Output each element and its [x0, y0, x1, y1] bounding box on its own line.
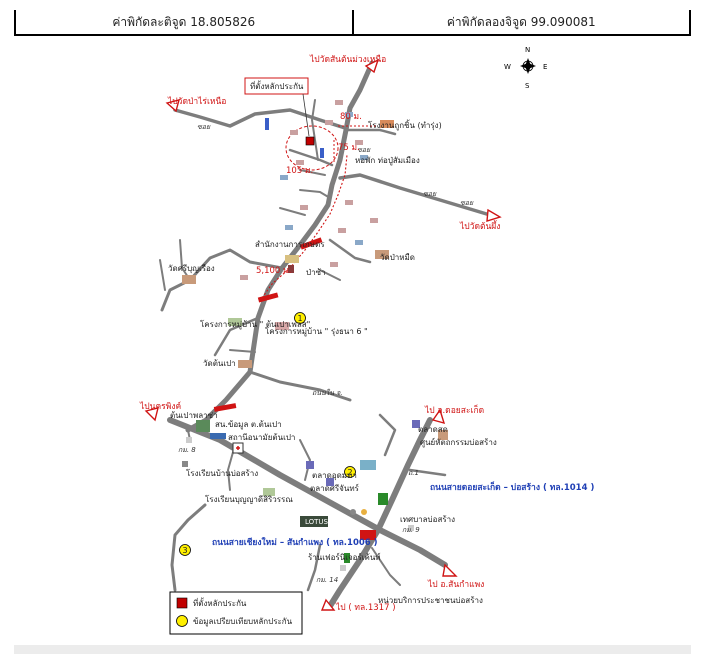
latitude-cell: ค่าพิกัดละติจูด 18.805826	[112, 14, 256, 29]
route-to-property	[261, 154, 348, 299]
to-san-kamphaeng-label: ไป อ.สันกำแพง	[427, 579, 484, 590]
compass-s-label: S	[525, 82, 530, 90]
distance-75-label: 75 ม.	[338, 143, 360, 153]
pa-sa-label: ป่าซ้า	[306, 268, 326, 277]
market-sod-label: ตลาดสด	[418, 425, 448, 434]
arrow-west-icon	[144, 407, 159, 422]
longitude-cell: ค่าพิกัดลองจิจูด 99.090081	[351, 10, 690, 34]
road-to-wat-ton-phueng	[338, 173, 492, 217]
coordinate-header: ค่าพิกัดละติจูด 18.805826 ค่าพิกัดลองจิจ…	[14, 10, 691, 36]
to-1317-label: ไป ( ทล.1317 )	[335, 602, 396, 613]
wat-si-bun-rueang-label: วัดศรีบุญเรือง	[168, 264, 215, 273]
km8-label: กม. 8	[178, 446, 196, 454]
distance-105-label: 105 ม.	[286, 166, 313, 176]
to-wat-ton-phueng-label: ไปวัดต้นผึ้ง	[459, 220, 500, 232]
ton-pao-info-label: สน.ข้อมูล ต.ต้นเปา	[215, 420, 282, 430]
distance-5100-label: 5,100 ม.	[256, 266, 291, 276]
comparison-2-number: 2	[348, 468, 353, 477]
arrow-northwest-icon	[165, 99, 180, 113]
compass-e-label: E	[543, 63, 547, 71]
road-north-east	[344, 128, 397, 136]
buildings	[182, 100, 394, 368]
legend-property-swatch	[176, 597, 188, 609]
property-area-outline	[285, 125, 339, 171]
compass-w-label: W	[504, 63, 511, 71]
ton-pao-health-center-label: สถานีอนามัยต้นเปา	[228, 433, 295, 442]
road-west-branch	[160, 248, 284, 312]
road-markers	[213, 237, 323, 412]
village-rung-thanao-label: โครงการหมู่บ้าน " รุ่งธนา 6 "	[265, 326, 368, 337]
bo-sang-center-label: ศูนย์หัตถกรรมบ่อสร้าง	[420, 437, 497, 448]
comparison-markers: 1 2 3	[179, 312, 356, 556]
arrow-northeast-icon	[431, 408, 446, 425]
distance-80-label: 80 ม.	[340, 112, 362, 122]
market-udom-label: ตลาดอุดมทา	[312, 471, 357, 480]
comparison-1-number: 1	[298, 314, 303, 323]
soi-label-3: ซอย	[423, 190, 437, 198]
compass-n-label: N	[525, 46, 530, 54]
arrow-southeast-icon	[442, 563, 458, 577]
main-road	[185, 60, 375, 433]
bo-sang-municipality-label: เทศบาลบ่อสร้าง	[400, 515, 455, 524]
route-label-small: ถนนใน จ.	[312, 388, 343, 397]
soi-label-1: ซอย	[197, 123, 211, 131]
comparison-3-number: 3	[183, 546, 188, 555]
factory-label: โรงงานถูกชิ้น (ทำรุ่ง)	[368, 119, 442, 131]
km14-label: กม. 14	[316, 576, 338, 584]
arrow-north-icon	[364, 58, 380, 74]
road-to-wat-pa-rai	[173, 108, 347, 130]
to-wat-pa-rai-label: ไปวัดป่าไร่เหนือ	[167, 96, 226, 107]
doi-saket-bo-sang-highway	[327, 417, 433, 609]
to-wat-santon-label: ไปวัดสันต้นม่วงเหนือ	[309, 54, 386, 65]
footer-bar	[14, 645, 691, 654]
school-bo-sang-label: โรงเรียนบ้านบ่อสร้าง	[186, 468, 258, 478]
agri-office-label: สำนักงานการเกษตร	[255, 240, 325, 249]
soi-label-2: ซอย	[357, 146, 371, 154]
lotus-label: LOTUS	[305, 518, 329, 526]
wat-pa-mued-label: วัดป่าหมืด	[380, 253, 415, 262]
compass-icon: N S E W	[504, 46, 547, 90]
legend-comparison-swatch	[176, 615, 188, 627]
wat-ton-pao-label: วัดต้นเปา	[203, 359, 236, 368]
direction-arrows	[144, 58, 502, 611]
property-location-box-label: ที่ตั้งหลักประกัน	[250, 80, 304, 91]
market-srichan-label: ตลาดศรีจันทร์	[310, 483, 360, 493]
km-sign-1-label: ถ.1	[408, 469, 419, 477]
legend: ที่ตั้งหลักประกัน ข้อมูลเปรียบเทียบหลักป…	[169, 591, 303, 635]
doi-saket-road-label: ถนนสายดอยสะเก็ด – บ่อสร้าง ( ทล.1014 )	[430, 480, 594, 493]
landmark-icons	[182, 420, 448, 571]
property-marker	[305, 136, 315, 146]
ton-pao-plaza-label: ต้นเปาพลาซ่า	[170, 411, 218, 420]
arrow-east-icon	[486, 208, 502, 222]
comparison-marker-3	[179, 544, 191, 556]
km9-label: กม. 9	[402, 526, 420, 534]
dormitory-label: หอพัก ท่อปู่สัมเมือง	[355, 156, 420, 166]
bo-sang-service-label: หน่วยบริการประชาชนบ่อสร้าง	[378, 596, 483, 605]
legend-comparison-label: ข้อมูลเปรียบเทียบหลักประกัน	[193, 617, 293, 627]
legend-property-label: ที่ตั้งหลักประกัน	[193, 597, 247, 608]
comparison-marker-1	[294, 312, 306, 324]
to-doi-saket-label: ไป อ.ดอยสะเก็ด	[424, 404, 484, 416]
furniture-shop-label: ร้านเฟอร์นิเจอร์เค้นท์	[308, 552, 381, 562]
comparison-marker-2	[344, 466, 356, 478]
arrow-south-icon	[320, 598, 336, 611]
chiangmai-sankamphaeng-highway	[167, 417, 448, 568]
village-ton-pao-label: โครงการหมู่บ้าน " ต้นเปาเพลส"	[200, 319, 310, 330]
soi-label-4: ซอย	[460, 199, 474, 207]
school-bunyawat-label: โรงเรียนบุญญาดีสิริวรรณ	[205, 494, 293, 504]
roads	[159, 60, 492, 609]
chiangmai-road-label: ถนนสายเชียงใหม่ – สันกำแพง ( ทล.1006 )	[212, 537, 378, 548]
to-nakhon-phing-label: ไปนครพิงค์	[139, 401, 181, 412]
